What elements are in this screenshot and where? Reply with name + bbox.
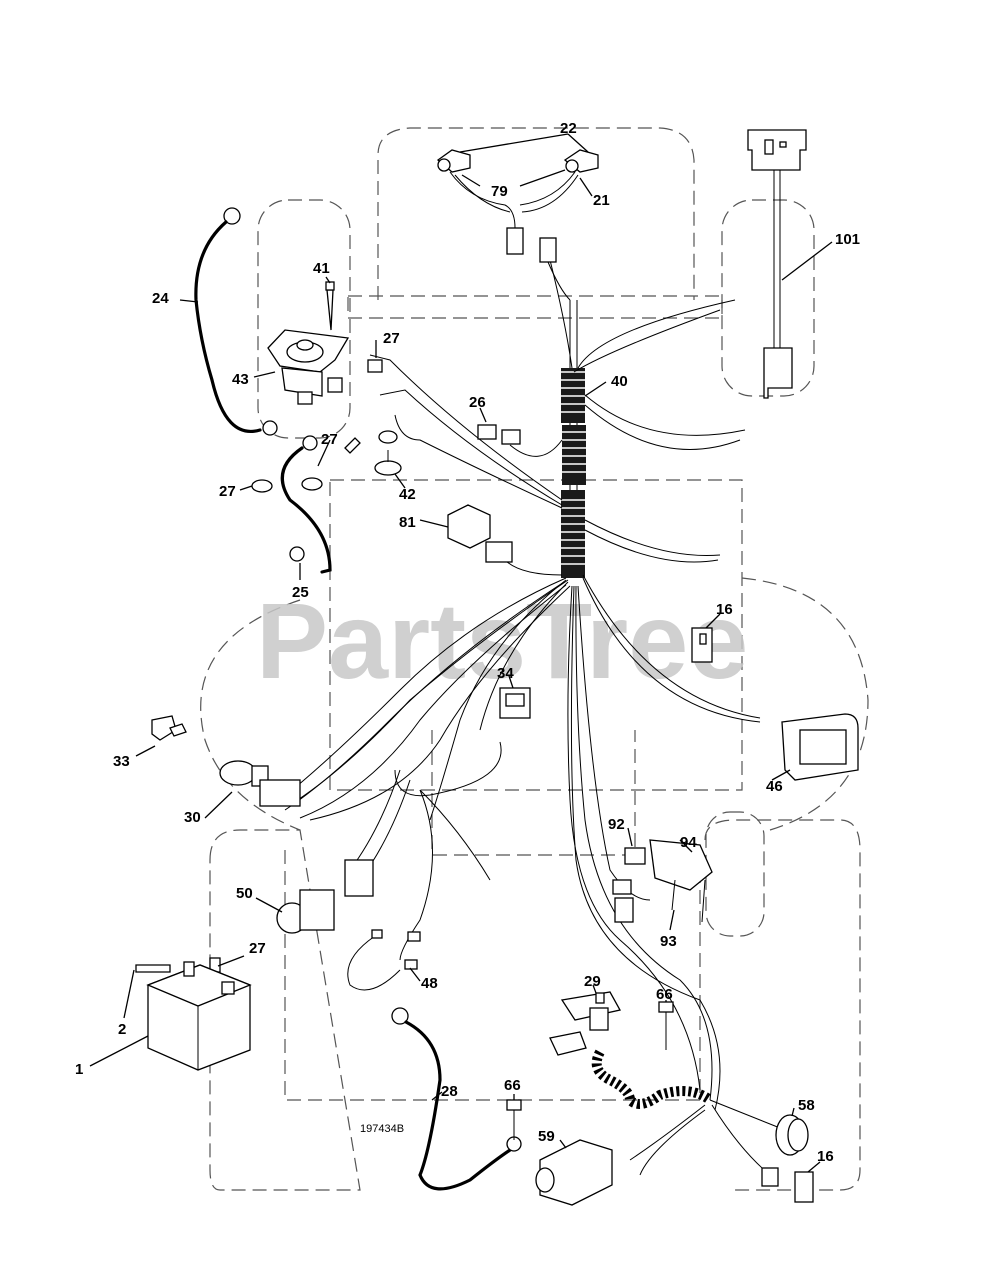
part-29-switch: [549, 991, 621, 1056]
watermark: PartsTree: [256, 580, 748, 701]
callout-27-top: 27: [383, 330, 400, 347]
callout-22: 22: [560, 120, 577, 137]
callout-27-left: 27: [219, 483, 236, 500]
part-30-ignition-switch: [219, 760, 301, 807]
callout-101: 101: [835, 231, 860, 248]
part-66-bolts: [506, 1001, 674, 1140]
callout-28: 28: [441, 1083, 458, 1100]
callout-46: 46: [766, 778, 783, 795]
callout-16-upper: 16: [716, 601, 733, 618]
part-81-relay: [447, 504, 513, 563]
callout-26: 26: [469, 394, 486, 411]
callout-58: 58: [798, 1097, 815, 1114]
drawing-number: 197434B: [360, 1123, 404, 1135]
part-42-grommet: [374, 430, 402, 476]
callout-92: 92: [608, 816, 625, 833]
callout-33: 33: [113, 753, 130, 770]
part-33-key: [151, 715, 187, 741]
part-50-pto-switch: [276, 859, 374, 934]
battery-cable-24: [194, 207, 278, 436]
callout-29: 29: [584, 973, 601, 990]
callout-16-lower: 16: [817, 1148, 834, 1165]
coiled-cord: [591, 1049, 713, 1109]
part-battery-1: [135, 961, 252, 1071]
part-16-connector-lower: [761, 1167, 814, 1203]
callout-93: 93: [660, 933, 677, 950]
battery-cable-28: [391, 1007, 522, 1191]
leader-lines: [89, 133, 833, 1173]
callout-24: 24: [152, 290, 169, 307]
callout-25: 25: [292, 584, 309, 601]
part-34-switch: [499, 687, 531, 719]
callout-79: 79: [491, 183, 508, 200]
callout-42: 42: [399, 486, 416, 503]
callout-94: 94: [680, 834, 697, 851]
loom-coil: [561, 368, 586, 578]
part-58-buzzer: [775, 1114, 809, 1156]
headlights-assembly: [436, 149, 599, 301]
callout-66-left: 66: [504, 1077, 521, 1094]
callout-34: 34: [497, 665, 514, 682]
part-26-fuse-holder: [477, 424, 521, 445]
callout-2: 2: [118, 1021, 126, 1038]
callout-27-mid: 27: [321, 431, 338, 448]
callout-48: 48: [421, 975, 438, 992]
callout-41: 41: [313, 260, 330, 277]
wire-harness-40: [279, 259, 786, 1176]
callout-81: 81: [399, 514, 416, 531]
ground-cable-25: [280, 435, 332, 574]
solenoid-43: [267, 281, 350, 405]
callout-30: 30: [184, 809, 201, 826]
part-16-connector-upper: [691, 627, 713, 663]
callout-labels: 22 79 21 101 24 41 27 43 40 26 27 27 42 …: [75, 120, 860, 1165]
callout-66-right: 66: [656, 986, 673, 1003]
part-92-94-seat-switch: [612, 839, 713, 923]
callout-1: 1: [75, 1061, 83, 1078]
callout-59: 59: [538, 1128, 555, 1145]
part-46-gauge: [781, 713, 859, 781]
part-48-wire-lead: [347, 929, 421, 991]
tractor-outline: [200, 127, 869, 1191]
callout-40: 40: [611, 373, 628, 390]
callout-21: 21: [593, 192, 610, 209]
callout-50: 50: [236, 885, 253, 902]
part-101-adapter: [747, 129, 807, 399]
callout-43: 43: [232, 371, 249, 388]
callout-27-battery: 27: [249, 940, 266, 957]
part-59-module: [535, 1139, 613, 1206]
